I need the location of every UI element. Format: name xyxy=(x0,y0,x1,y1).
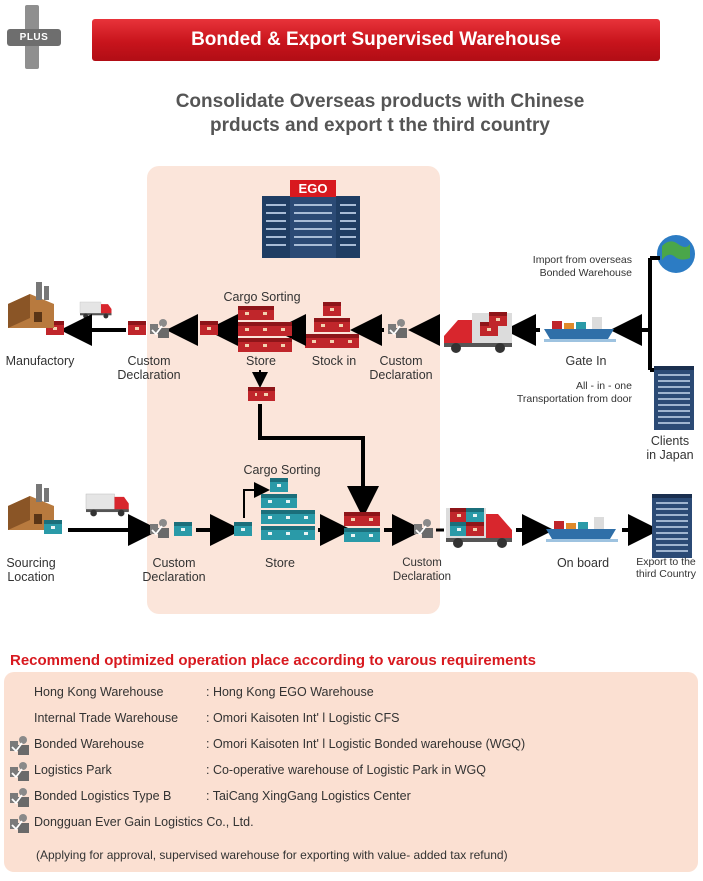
customs-officer-icon xyxy=(10,814,29,833)
custom-declaration-label: Custom Declaration xyxy=(369,354,433,382)
diagram-subtitle: Consolidate Overseas products with Chine… xyxy=(120,90,640,138)
third-country-building-icon xyxy=(652,494,692,558)
customs-officer-icon xyxy=(387,318,408,339)
recommend-key: Dongguan Ever Gain Logistics Co., Ltd. xyxy=(34,815,254,829)
factory-icon xyxy=(8,282,54,328)
store-teal-boxes-icon xyxy=(261,478,315,540)
teal-cargo-box-icon xyxy=(174,522,192,536)
store-label: Store xyxy=(246,354,276,368)
recommend-key: Internal Trade Warehouse xyxy=(34,711,179,725)
consolidated-boxes-icon xyxy=(344,512,380,542)
teal-cargo-box-icon xyxy=(44,520,62,534)
recommend-key: Bonded Warehouse xyxy=(34,737,145,751)
export-ship-icon xyxy=(546,517,618,542)
store-label: Store xyxy=(265,556,295,570)
recommend-value: : TaiCang XingGang Logistics Center xyxy=(206,789,411,803)
recommend-key: Hong Kong Warehouse xyxy=(34,685,164,699)
red-cargo-box-icon xyxy=(200,321,218,335)
recommend-value: : Omori Kaisoten Int' l Logistic Bonded … xyxy=(206,737,526,751)
red-cargo-box-icon xyxy=(128,321,146,335)
approval-note: (Applying for approval, supervised wareh… xyxy=(36,848,508,862)
transport-note-label: All - in - one Transportation from door xyxy=(516,380,632,405)
stock-in-label: Stock in xyxy=(311,354,357,368)
export-label: Export to the third Country xyxy=(635,556,697,580)
stock-in-boxes-icon xyxy=(305,302,359,348)
clients-label: Clients in Japan xyxy=(646,434,694,462)
arrow-to-consolidation xyxy=(258,404,379,518)
customs-officer-icon xyxy=(413,518,434,539)
ego-label: EGO xyxy=(299,181,328,196)
recommend-title: Recommend optimized operation place acco… xyxy=(10,652,536,669)
customs-officer-icon xyxy=(149,518,170,539)
recommend-key: Logistics Park xyxy=(34,763,112,777)
red-cargo-box-icon xyxy=(257,387,275,401)
custom-declaration-label: Custom Declaration xyxy=(117,354,181,382)
cargo-sorting-label: Cargo Sorting xyxy=(223,290,301,304)
recommend-value: : Co-operative warehouse of Logistic Par… xyxy=(206,763,486,777)
gate-in-label: Gate In xyxy=(565,354,607,368)
on-board-label: On board xyxy=(556,556,610,570)
customs-officer-icon xyxy=(10,788,29,807)
recommend-value: : Hong Kong EGO Warehouse xyxy=(206,685,374,699)
subtitle-line-2: prducts and export t the third country xyxy=(210,115,550,136)
custom-declaration-label: Custom Declaration xyxy=(142,556,206,584)
manufactory-label: Manufactory xyxy=(5,354,75,368)
import-truck-icon xyxy=(444,312,512,353)
subtitle-line-1: Consolidate Overseas products with Chine… xyxy=(175,91,585,112)
plus-badge: PLUS xyxy=(7,29,61,46)
page-title: Bonded & Export Supervised Warehouse xyxy=(92,19,660,61)
delivery-truck-icon xyxy=(85,493,130,517)
sourcing-location-label: Sourcing Location xyxy=(6,556,56,584)
recommend-value: : Omori Kaisoten Int' l Logistic CFS xyxy=(206,711,400,725)
customs-officer-icon xyxy=(10,736,29,755)
teal-cargo-box-icon xyxy=(234,522,252,536)
customs-officer-icon xyxy=(10,762,29,781)
export-truck-icon xyxy=(446,508,512,548)
import-note-label: Import from overseas Bonded Warehouse xyxy=(532,254,632,279)
flow-diagram: EGO xyxy=(8,180,695,558)
gate-in-ship-icon xyxy=(544,317,616,342)
clients-building-icon xyxy=(654,366,694,430)
recommend-key: Bonded Logistics Type B xyxy=(34,789,172,803)
custom-declaration-label: Custom Declaration xyxy=(392,557,452,583)
cargo-sorting-label: Cargo Sorting xyxy=(243,463,321,477)
ego-warehouse-building-icon xyxy=(262,180,360,258)
recommend-panel xyxy=(4,672,698,872)
arrow-cargo-sorting xyxy=(243,482,270,518)
delivery-truck-icon xyxy=(79,301,112,319)
customs-officer-icon xyxy=(149,318,170,339)
globe-icon xyxy=(657,235,695,273)
store-boxes-icon xyxy=(238,306,292,352)
